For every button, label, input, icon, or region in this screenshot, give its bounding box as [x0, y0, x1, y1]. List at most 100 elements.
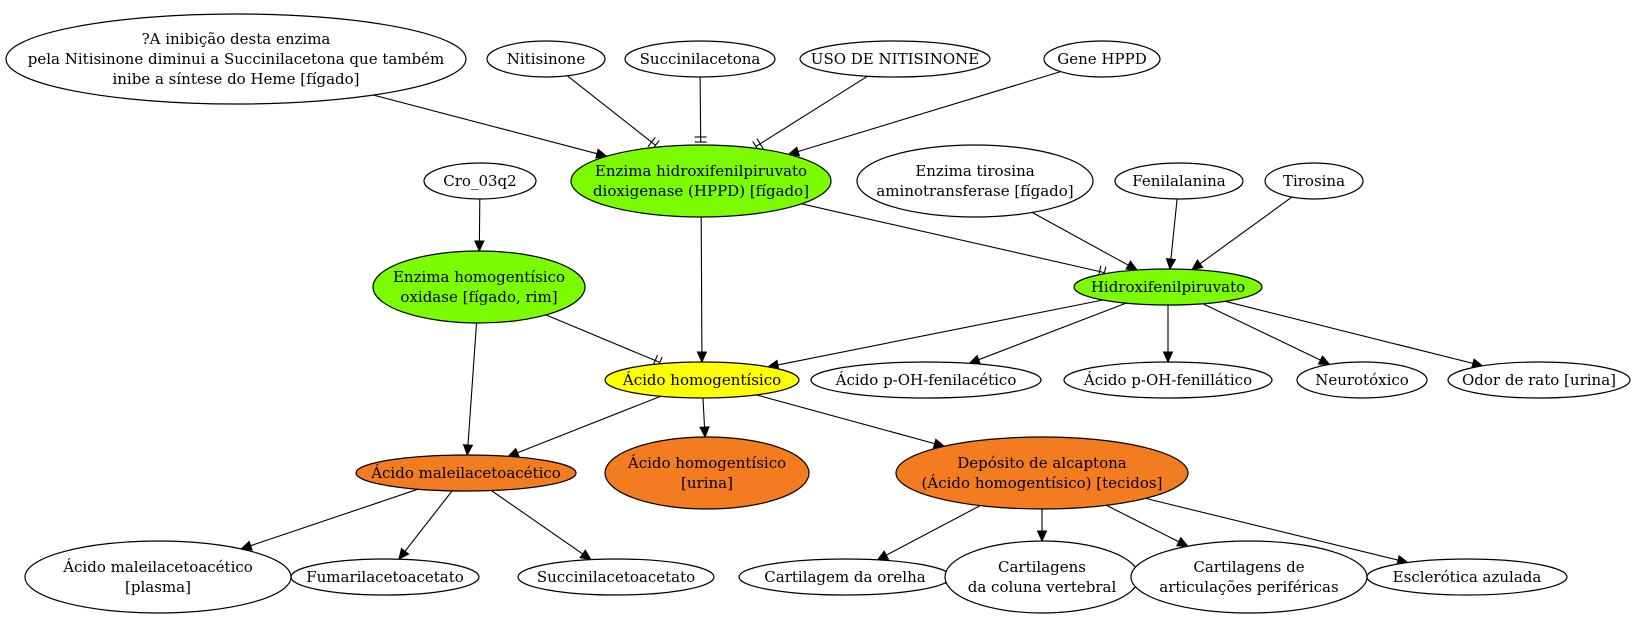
node-uso-nitisinone: USO DE NITISINONE — [799, 40, 991, 78]
node-succinilacetoacetato: Succinilacetoacetato — [517, 558, 715, 596]
edge-line — [467, 322, 478, 446]
edge-line — [1202, 303, 1321, 361]
edge-enzima-hppd-to-acido-homogentisico — [696, 216, 708, 364]
node-label: articulações periféricas — [1159, 578, 1338, 596]
arrowhead — [1162, 351, 1174, 364]
node-label: Enzima tirosina — [915, 162, 1034, 180]
edge-deposito-alcaptona-to-cartilagem-orelha — [876, 505, 981, 561]
node-label: ?A inibição desta enzima — [142, 30, 331, 48]
node-label: Tirosina — [1283, 172, 1345, 190]
node-label: da coluna vertebral — [968, 578, 1117, 596]
edge-line — [1106, 504, 1180, 543]
arrowhead — [968, 354, 982, 365]
arrowhead — [1176, 536, 1189, 547]
node-shape — [570, 144, 832, 218]
node-label: USO DE NITISINONE — [811, 50, 979, 68]
arrowhead — [1191, 259, 1204, 271]
edge-enzima-tirosina-to-hidroxifenilpiruvato — [1032, 212, 1139, 271]
node-shape — [1366, 558, 1568, 596]
arrowhead — [699, 426, 710, 439]
edge-hidroxifenilpiruvato-to-neurotoxico — [1202, 303, 1331, 365]
node-shape — [423, 162, 537, 200]
node-label: pela Nitisinone diminui a Succinilaceton… — [28, 50, 445, 68]
edge-line — [886, 505, 981, 556]
edge-acido-homogentisico-to-homogentisico-urina — [699, 397, 710, 439]
node-label: inibe a síntese do Heme [fígado] — [112, 70, 359, 88]
node-shape — [604, 436, 810, 510]
nodes-layer: ?A inibição desta enzima pela Nitisinone … — [5, 13, 1631, 614]
node-cartilagens-coluna: Cartilagens da coluna vertebral — [944, 540, 1140, 614]
node-homogentisico-urina: Ácido homogentísico[urina] — [604, 436, 810, 510]
arrowhead — [876, 550, 890, 561]
node-label: oxidase [fígado, rim] — [400, 288, 557, 306]
edge-line — [978, 302, 1127, 361]
node-maleil-plasma: Ácido maleilacetoacético[plasma] — [24, 540, 292, 614]
node-succinilacetona: Succinilacetona — [624, 40, 776, 78]
node-shape — [372, 250, 586, 324]
node-label: Hidroxifenilpiruvato — [1091, 278, 1245, 296]
edge-hidroxifenilpiruvato-to-odor-rato — [1224, 300, 1484, 369]
arrowhead — [595, 148, 608, 159]
node-shape — [1264, 162, 1364, 200]
node-label: Ácido homogentísico — [622, 371, 781, 389]
arrowhead — [240, 540, 253, 551]
edge-enzima-hgo-to-maleilacetoacetico — [462, 322, 478, 457]
node-shape — [1073, 268, 1263, 306]
edge-line — [566, 75, 656, 146]
edge-line — [756, 394, 935, 445]
node-shape — [1296, 361, 1428, 399]
node-label: Succinilacetona — [640, 50, 761, 68]
edge-succinilacetona-to-enzima-hppd — [694, 76, 707, 143]
node-label: [urina] — [681, 474, 733, 492]
node-label: Fumarilacetoacetato — [306, 568, 464, 586]
node-label: dioxigenase (HPPD) [fígado] — [593, 182, 809, 200]
edge-line — [404, 490, 453, 552]
edge-enzima-hgo-to-acido-homogentisico — [545, 314, 663, 369]
node-gene-hppd: Gene HPPD — [1043, 40, 1161, 78]
node-label: Cartilagem da orelha — [764, 568, 925, 586]
arrowhead — [1036, 530, 1048, 543]
node-neurotoxico: Neurotóxico — [1296, 361, 1428, 399]
node-shape — [1447, 361, 1631, 399]
edge-line — [373, 94, 598, 155]
edge-line — [545, 314, 661, 363]
node-enzima-hgo: Enzima homogentísico oxidase [fígado, rim… — [372, 250, 586, 324]
node-tirosina: Tirosina — [1264, 162, 1364, 200]
node-label: Cartilagens de — [1193, 558, 1304, 576]
edge-deposito-alcaptona-to-cartilagens-articulacoes — [1106, 504, 1189, 547]
node-fumarilacetoacetato: Fumarilacetoacetato — [290, 558, 480, 596]
arrowhead — [1317, 355, 1331, 365]
arrowhead — [1125, 260, 1139, 271]
node-deposito-alcaptona: Depósito de alcaptona(Ácido homogentísic… — [895, 436, 1189, 510]
node-shape — [24, 540, 292, 614]
edge-line — [797, 71, 1061, 153]
arrowhead — [507, 447, 520, 458]
edge-line — [490, 490, 584, 555]
node-label: Succinilacetoacetato — [537, 568, 695, 586]
node-cartilagens-articulacoes: Cartilagens de articulações periféricas — [1130, 540, 1368, 614]
node-shape — [5, 13, 467, 105]
node-label: Cartilagens — [998, 558, 1086, 576]
node-poh-fenillatico: Ácido p-OH-fenillático — [1063, 361, 1273, 399]
edge-uso-nitisinone-to-enzima-hppd — [752, 75, 868, 152]
inhibition-bar — [756, 138, 764, 150]
node-shape — [1130, 540, 1368, 614]
node-label: Ácido p-OH-fenilacético — [835, 371, 1017, 389]
node-label: Enzima homogentísico — [393, 268, 565, 286]
edge-hidroxifenilpiruvato-to-acido-homogentisico — [766, 299, 1104, 370]
node-acido-homogentisico: Ácido homogentísico — [604, 361, 800, 399]
edge-acido-homogentisico-to-deposito-alcaptona — [756, 394, 946, 449]
edge-nitisinone-to-enzima-hppd — [566, 75, 660, 151]
node-shape — [290, 558, 480, 596]
edge-line — [250, 488, 419, 547]
edge-line — [1224, 300, 1474, 364]
edge-maleilacetoacetico-to-maleil-plasma — [240, 488, 419, 551]
node-label: Esclerótica azulada — [1393, 568, 1542, 586]
edge-hidroxifenilpiruvato-to-poh-fenilacetico — [968, 302, 1127, 365]
node-shape — [355, 454, 577, 492]
node-shape — [517, 558, 715, 596]
arrowhead — [462, 444, 474, 457]
